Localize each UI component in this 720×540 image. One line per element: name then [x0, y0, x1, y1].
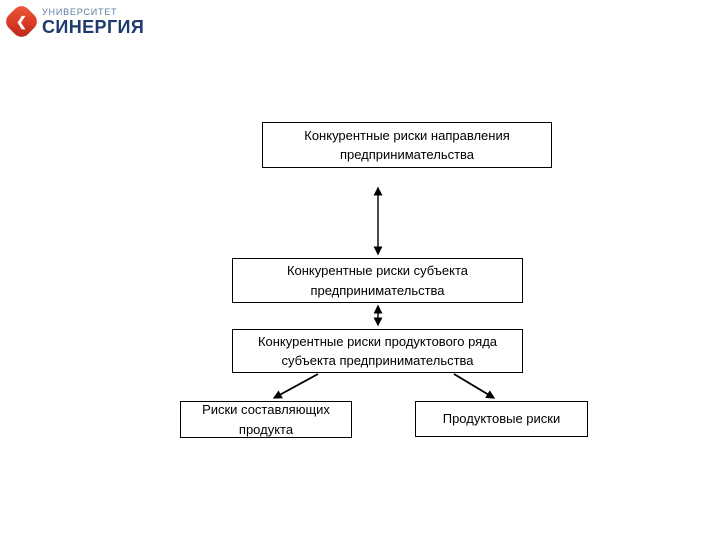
node-subject-risks: Конкурентные риски субъекта предпринимат… — [232, 258, 523, 303]
logo-brand-label: СИНЕРГИЯ — [42, 16, 145, 37]
edge-productline-components — [272, 373, 319, 399]
edge-productline-products — [453, 373, 496, 399]
node-direction-risks: Конкурентные риски направления предприни… — [262, 122, 552, 168]
logo-university-label: УНИВЕРСИТЕТ — [42, 7, 118, 17]
chevron-left-icon: ❮ — [16, 14, 27, 29]
node-product-line-risks: Конкурентные риски продуктового ряда суб… — [232, 329, 523, 373]
logo-badge-icon: ❮ — [2, 2, 41, 41]
node-product-risks: Продуктовые риски — [415, 401, 588, 437]
logo: ❮ УНИВЕРСИТЕТ СИНЕРГИЯ — [2, 2, 144, 41]
node-component-risks: Риски составляющих продукта — [180, 401, 352, 438]
logo-text: УНИВЕРСИТЕТ СИНЕРГИЯ — [42, 6, 144, 37]
